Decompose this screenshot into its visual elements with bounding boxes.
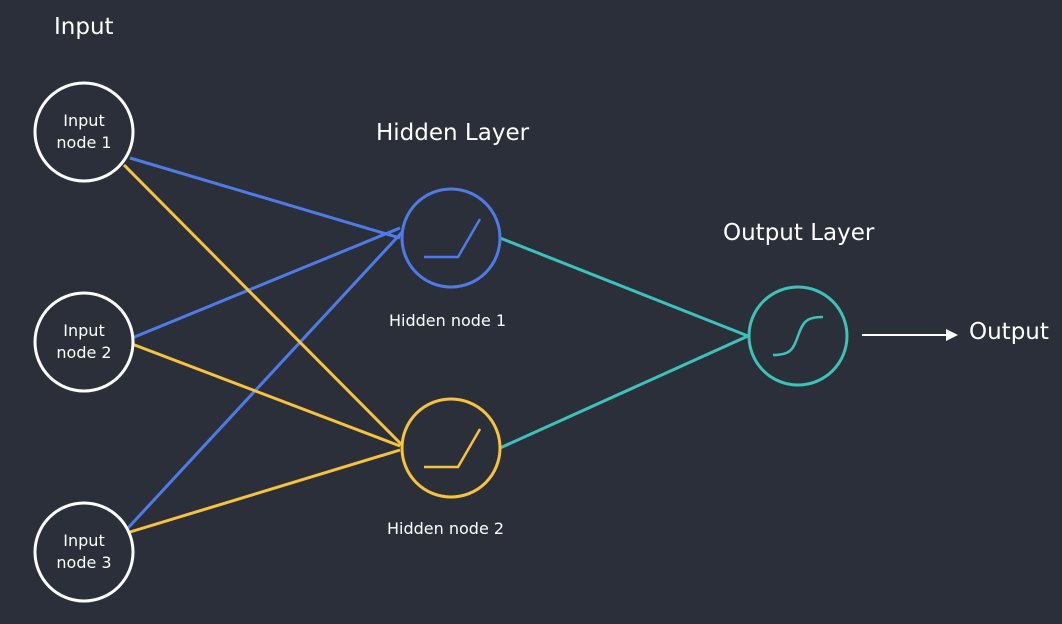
input-node-2-label: Input node 2 <box>56 321 112 362</box>
edge-hidden1-output <box>499 236 749 338</box>
edge-input3-hidden1 <box>126 228 406 530</box>
input-layer-title: Input <box>54 14 114 40</box>
input-node-1 <box>33 81 135 183</box>
edge-input3-hidden2 <box>129 448 401 534</box>
hidden-node-1 <box>400 187 502 289</box>
arrow-right-icon <box>946 329 958 341</box>
input-node-3-label: Input node 3 <box>56 531 112 572</box>
input-node-1-label: Input node 1 <box>56 111 112 152</box>
input-node-2 <box>33 291 135 393</box>
sigmoid-icon <box>772 315 824 357</box>
hidden-node-1-label: Hidden node 1 <box>389 311 507 330</box>
output-label: Output <box>969 319 1049 345</box>
edge-input2-hidden1 <box>131 226 401 340</box>
relu-icon <box>424 218 482 259</box>
output-layer-title: Output Layer <box>723 220 875 246</box>
edge-input1-hidden2 <box>122 163 404 447</box>
edge-input2-hidden2 <box>131 342 401 448</box>
hidden-node-2 <box>400 397 502 499</box>
edge-input1-hidden1 <box>129 156 401 240</box>
relu-icon <box>424 428 482 469</box>
edge-hidden2-output <box>499 334 749 450</box>
hidden-node-2-label: Hidden node 2 <box>387 519 505 538</box>
hidden-layer-title: Hidden Layer <box>376 120 530 146</box>
input-node-3 <box>33 501 135 603</box>
